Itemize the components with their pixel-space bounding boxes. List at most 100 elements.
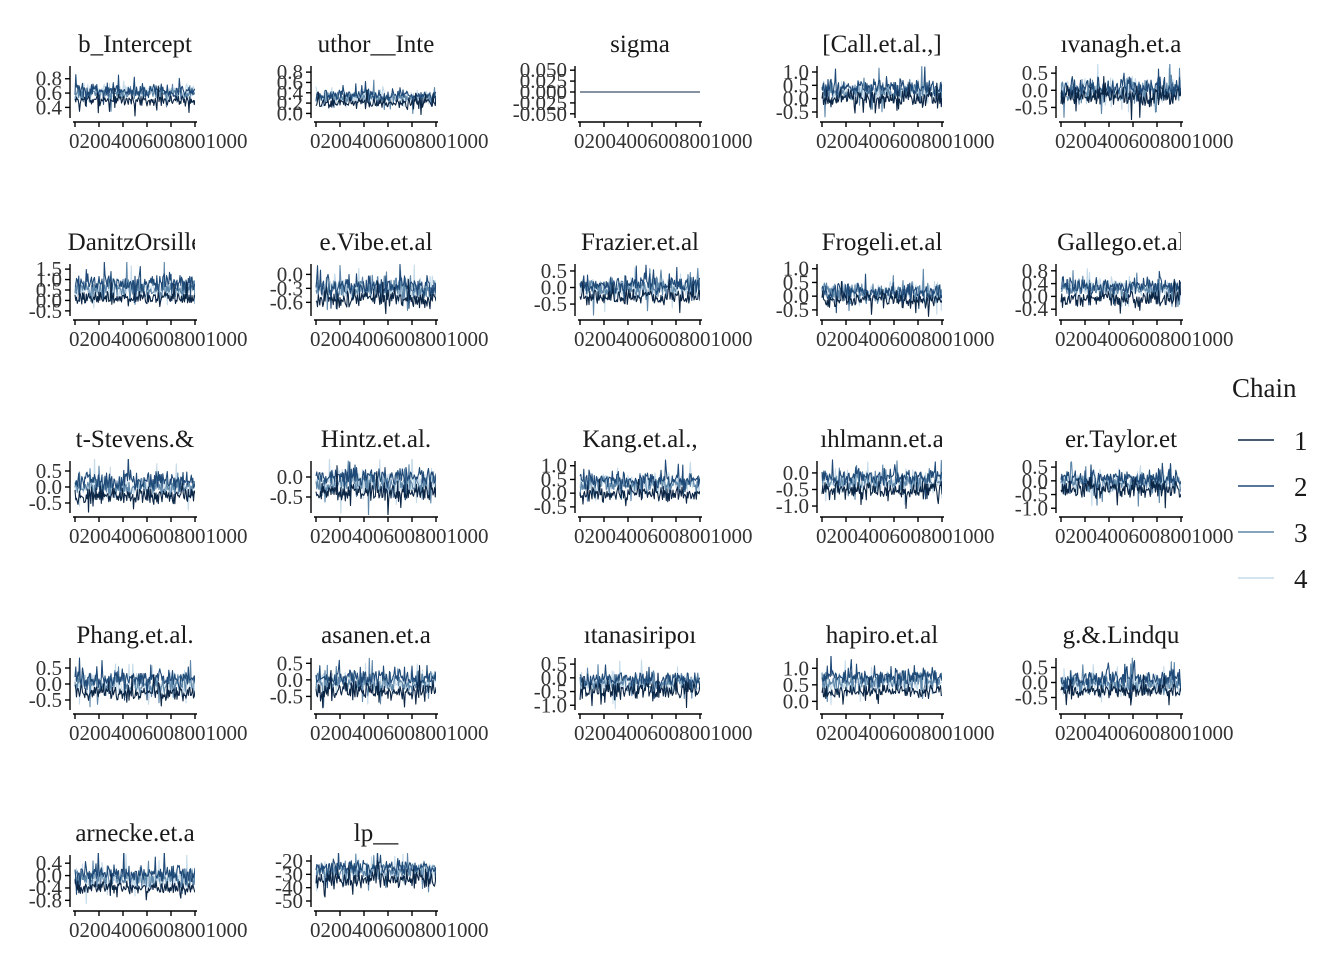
panel-title: arnecke.et.a: [75, 820, 194, 847]
y-tick-label: 0.5: [541, 652, 567, 676]
y-tick-label: 0.0: [1022, 284, 1048, 308]
y-tick-label: -0.3: [270, 276, 303, 300]
chain-2-trace: [315, 659, 436, 688]
trace-lines: [74, 459, 195, 513]
trace-lines: [1060, 268, 1181, 314]
y-tick-label: -1.0: [776, 494, 809, 518]
x-tick-labels: 02004006008001000: [310, 327, 489, 351]
y-tick-label: 0.5: [36, 459, 62, 483]
y-tick-label: -0.4: [29, 876, 63, 900]
trace-lines: [821, 656, 942, 706]
chain-1-trace: [315, 89, 436, 116]
trace-panel: Frogeli.et.al-0.50.00.51.002004006008001…: [776, 229, 995, 351]
chain-2-trace: [315, 853, 436, 889]
y-tick-label: 1.0: [783, 257, 809, 281]
legend-label-1: 1: [1294, 426, 1308, 456]
trace-lines: [74, 657, 195, 708]
x-tick-labels: 02004006008001000: [69, 524, 248, 548]
y-tick-label: 0.5: [36, 656, 62, 680]
trace-lines: [821, 268, 942, 317]
panel-title: Kang.et.al.,: [582, 426, 697, 453]
y-tick-label: 0.5: [36, 278, 62, 302]
legend-label-3: 3: [1294, 518, 1308, 548]
chain-1-trace: [821, 677, 942, 705]
chain-1-trace: [74, 281, 195, 308]
trace-lines: [315, 657, 436, 709]
panel-title: g.&.Lindqu: [1063, 622, 1180, 649]
x-tick-labels: 02004006008001000: [69, 129, 248, 153]
panel-title: t-Stevens.&: [76, 426, 195, 453]
x-tick-labels: 02004006008001000: [816, 129, 995, 153]
y-tick-label: 0.5: [1022, 656, 1048, 680]
y-tick-label: 0.5: [277, 651, 303, 675]
y-tick-label: 0.0: [1022, 671, 1048, 695]
chain-1-trace: [74, 674, 195, 707]
panel-title: b_Intercept: [78, 31, 192, 58]
y-tick-label: 0.0: [277, 101, 303, 125]
y-tick-label: 0.025: [520, 69, 567, 93]
y-tick-label: 0.0: [36, 475, 62, 499]
chain-2-trace: [74, 853, 195, 895]
chain-1-trace: [821, 280, 942, 317]
chain-1-trace: [579, 279, 700, 314]
y-tick-label: -0.5: [776, 477, 809, 501]
y-tick-label: -0.5: [29, 688, 62, 712]
chain-1-trace: [315, 465, 436, 515]
y-tick-label: 0.0: [783, 87, 809, 111]
chain-1-trace: [579, 478, 700, 507]
panel-title: uthor__Inte: [318, 31, 435, 58]
trace-lines: [579, 659, 700, 710]
y-tick-label: 0.0: [541, 276, 567, 300]
trace-lines: [315, 853, 436, 898]
trace-panel: Kang.et.al.,-0.50.00.51.0020040060080010…: [534, 426, 753, 548]
y-tick-label: -40: [275, 876, 303, 900]
trace-lines: [1060, 461, 1181, 509]
chain-2-trace: [1060, 68, 1181, 104]
panels-layer: b_Intercept0.40.60.802004006008001000uth…: [29, 31, 1234, 942]
trace-lines: [74, 853, 195, 905]
chain-1-trace: [315, 278, 436, 315]
y-tick-label: 1.0: [541, 454, 567, 478]
y-tick-label: 0.5: [783, 673, 809, 697]
y-tick-label: 0.5: [541, 259, 567, 283]
trace-panel: [Call.et.al.,]-0.50.00.51.00200400600800…: [776, 31, 995, 153]
panel-title: Gallego.et.al: [1057, 229, 1185, 256]
chain-3-trace: [74, 262, 195, 305]
x-tick-labels: 02004006008001000: [574, 721, 753, 745]
panel-title: ıvanagh.et.a: [1061, 31, 1182, 58]
y-tick-label: -0.5: [1015, 483, 1048, 507]
trace-lines: [315, 459, 436, 515]
x-tick-labels: 02004006008001000: [1055, 129, 1234, 153]
legend-label-4: 4: [1294, 564, 1308, 594]
chain-1-trace: [74, 873, 195, 901]
y-tick-label: -0.5: [534, 495, 567, 519]
trace-lines: [1060, 657, 1181, 706]
y-tick-label: -0.5: [29, 299, 62, 323]
trace-lines: [579, 264, 700, 316]
x-tick-labels: 02004006008001000: [310, 721, 489, 745]
panel-title: sigma: [610, 31, 670, 58]
chain-2-trace: [74, 74, 195, 108]
trace-lines: [74, 74, 195, 117]
y-tick-label: -0.025: [513, 91, 567, 115]
trace-lines: [579, 459, 700, 507]
y-tick-label: 0.0: [36, 864, 62, 888]
y-tick-label: 0.0: [541, 481, 567, 505]
y-tick-label: 0.000: [520, 80, 567, 104]
chain-1-trace: [1060, 674, 1181, 706]
panel-title: Frazier.et.al: [581, 229, 699, 256]
chain-2-trace: [74, 262, 195, 304]
chain-1-trace: [821, 82, 942, 114]
y-tick-label: -1.0: [534, 693, 567, 717]
panel-title: lp__: [354, 820, 399, 847]
y-tick-label: -0.5: [270, 684, 303, 708]
x-tick-labels: 02004006008001000: [574, 129, 753, 153]
panel-title: Frogeli.et.al: [822, 229, 943, 256]
chain-2-trace: [74, 657, 195, 701]
panel-title: Hintz.et.al.: [321, 426, 431, 453]
